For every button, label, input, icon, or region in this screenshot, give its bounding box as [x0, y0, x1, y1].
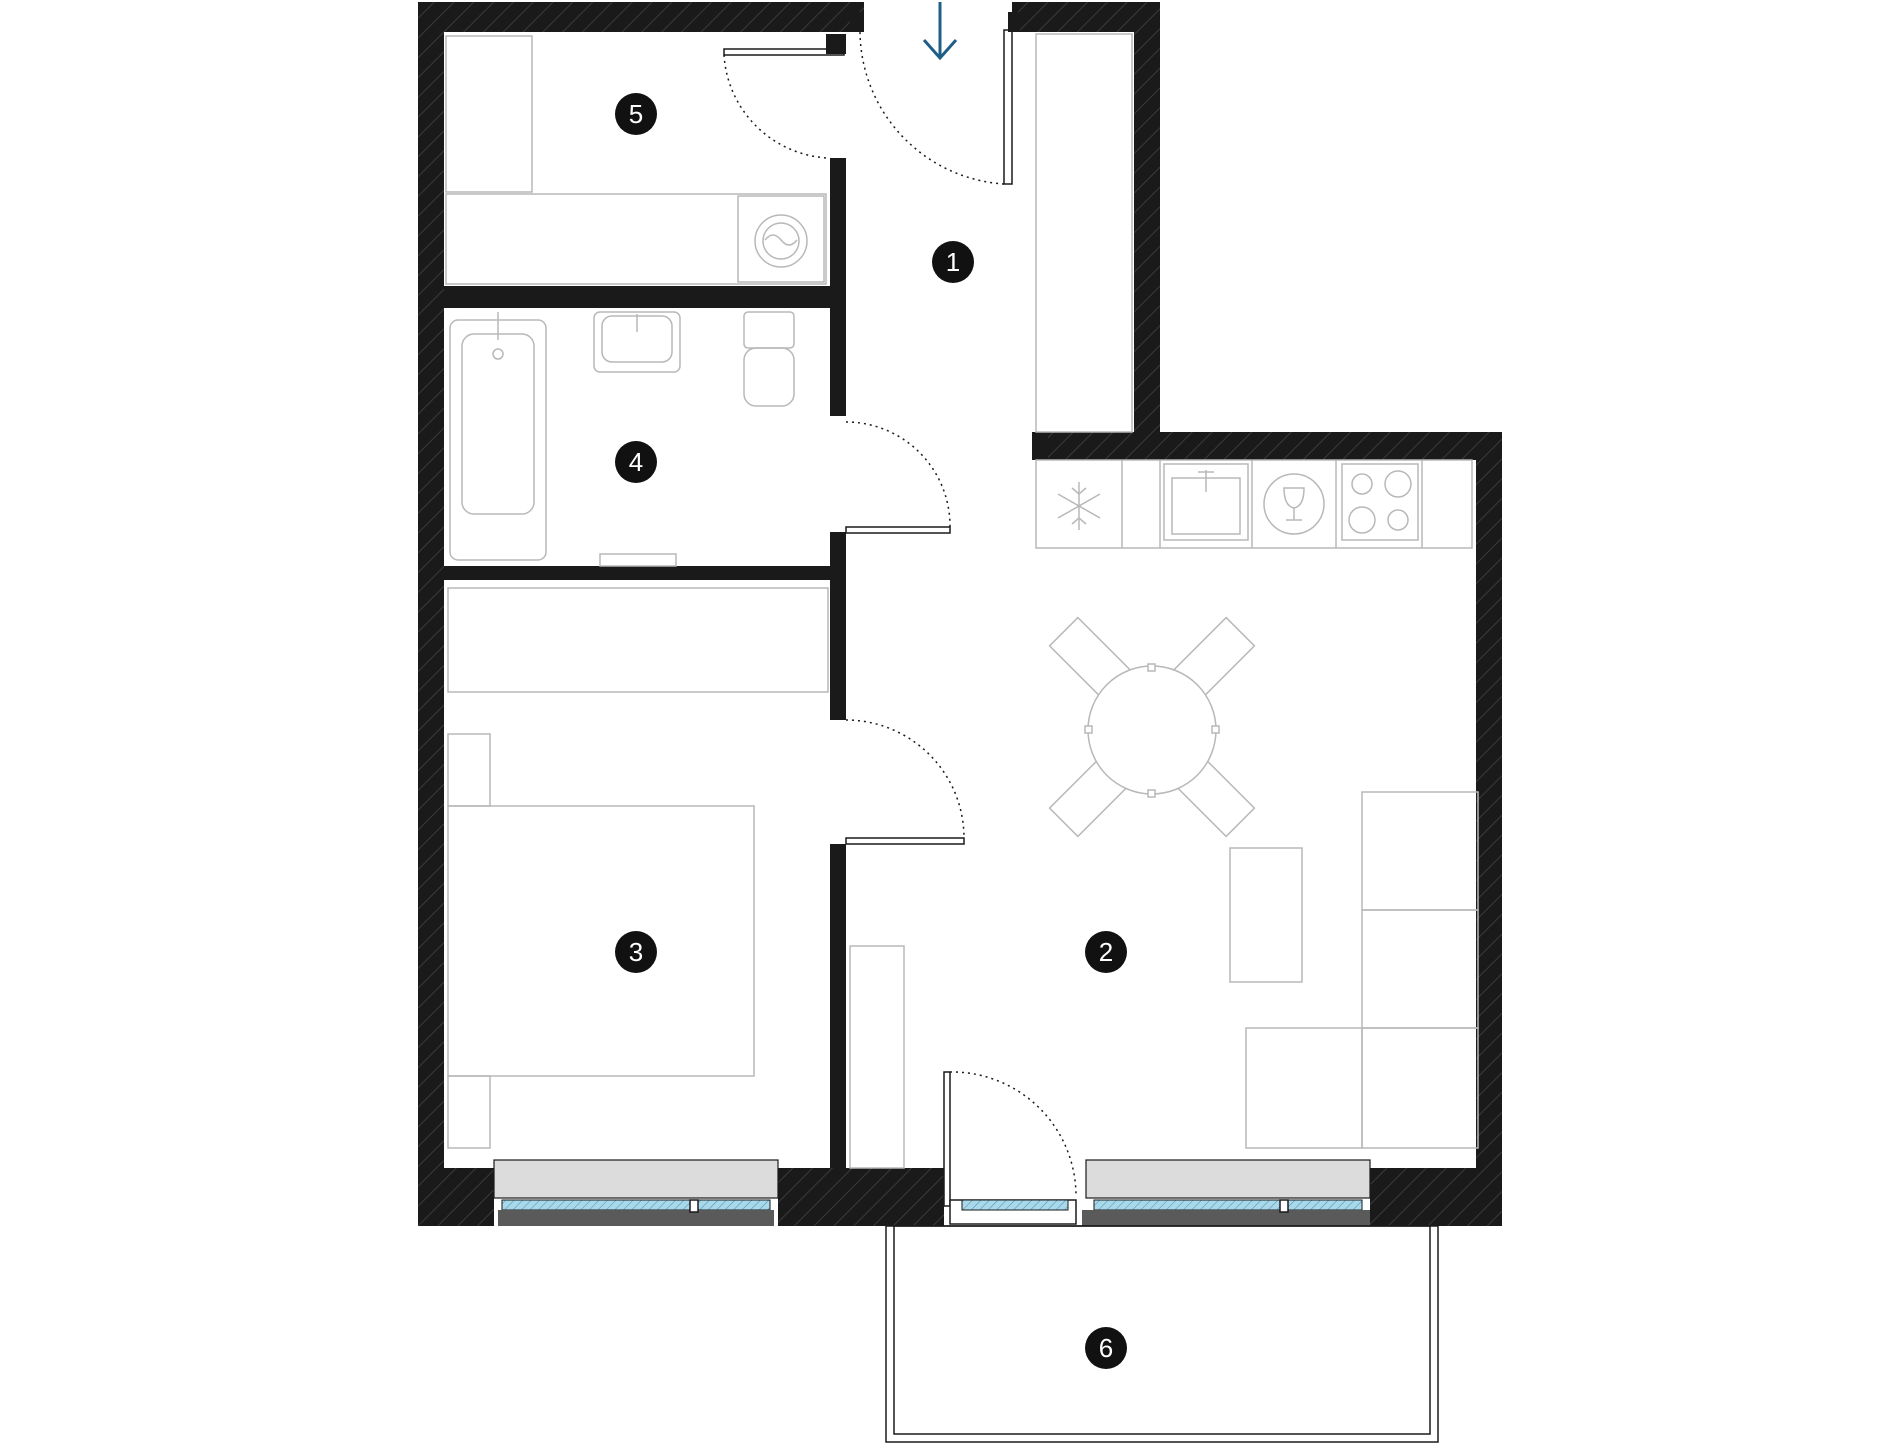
- double-bed: [447, 805, 755, 1077]
- room-marker-5: 5: [615, 93, 657, 135]
- washbasin-icon: [593, 311, 681, 373]
- room-marker-2: 2: [1085, 931, 1127, 973]
- doors: [723, 12, 1077, 1207]
- hall-wardrobe: [849, 945, 905, 1169]
- svg-text:3: 3: [629, 937, 643, 967]
- dining-set: [1048, 616, 1256, 838]
- svg-text:2: 2: [1099, 937, 1113, 967]
- windows: [493, 1159, 1371, 1226]
- entrance-arrow-icon: [922, 2, 958, 61]
- exterior-walls: [418, 2, 1502, 1226]
- cooktop-icon: [1341, 463, 1419, 541]
- room-marker-3: 3: [615, 931, 657, 973]
- room-marker-6: 6: [1085, 1327, 1127, 1369]
- bedroom-furniture: [447, 587, 829, 1149]
- room-marker-1: 1: [932, 241, 974, 283]
- svg-text:5: 5: [629, 99, 643, 129]
- balcony-outline: [885, 1225, 1439, 1443]
- sink-icon: [1163, 463, 1249, 541]
- living-furniture: [1229, 791, 1479, 1149]
- toilet-icon: [743, 311, 795, 407]
- dining-table: [1087, 665, 1217, 795]
- storage-furniture: [445, 35, 827, 285]
- svg-text:6: 6: [1099, 1333, 1113, 1363]
- svg-text:4: 4: [629, 447, 643, 477]
- dishwasher-icon: [1263, 473, 1325, 535]
- kitchen-counter: [1035, 459, 1473, 549]
- coffee-table: [1229, 847, 1303, 983]
- room-marker-4: 4: [615, 441, 657, 483]
- interior-walls: [444, 158, 1048, 1168]
- bathroom-fixtures: [449, 311, 795, 567]
- corridor-closet: [1035, 33, 1133, 433]
- washing-machine-icon: [754, 214, 808, 268]
- snowflake-icon: [1057, 482, 1101, 530]
- bathtub-icon: [449, 312, 547, 561]
- svg-text:1: 1: [946, 247, 960, 277]
